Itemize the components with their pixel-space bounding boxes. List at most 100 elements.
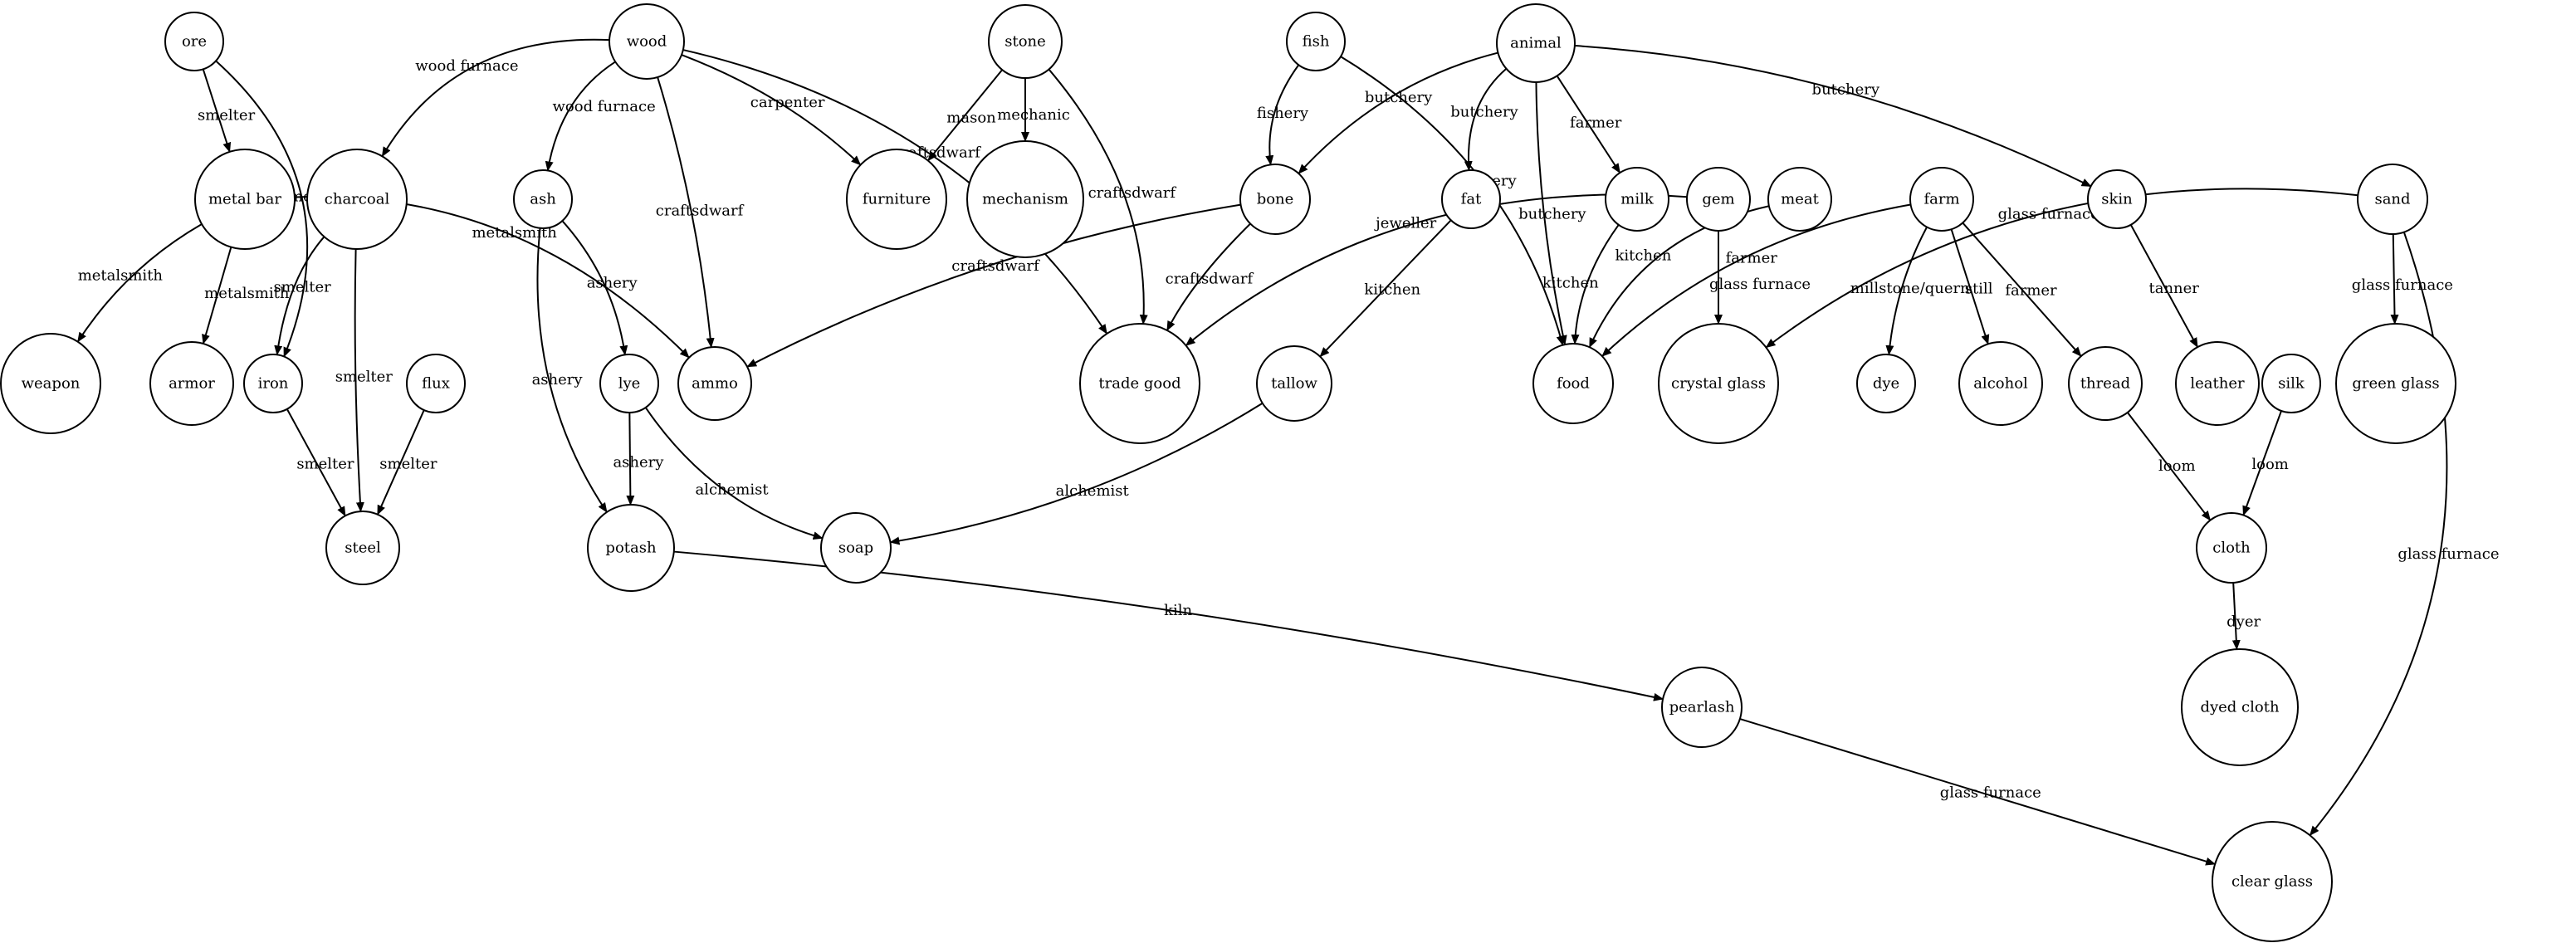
- node-circle: [599, 354, 659, 413]
- edge-arrow: [1601, 203, 1911, 357]
- edge-label: ashery: [532, 371, 584, 388]
- node-sand: sand: [2357, 164, 2428, 235]
- edge-label: loom: [2158, 457, 2196, 475]
- node-stone: stone: [988, 4, 1063, 79]
- node-animal: animal: [1496, 3, 1576, 83]
- edge-arrow: [644, 407, 824, 540]
- edge-arrow: [2309, 232, 2448, 837]
- edge-label: glass furnace: [1998, 205, 2099, 222]
- edge-label: millstone/quern: [1850, 280, 1970, 297]
- node-clear-glass: clear glass: [2212, 821, 2333, 942]
- node-bone: bone: [1239, 164, 1311, 235]
- node-label: milk: [1620, 191, 1655, 208]
- edge-farm-to-dye: millstone/quern: [1850, 227, 1970, 356]
- node-gem: gem: [1686, 167, 1751, 232]
- edge-arrow: [2390, 233, 2399, 325]
- edge-label: butchery: [1518, 206, 1586, 223]
- edge-arrow: [545, 61, 616, 172]
- edge-fish-to-bone: fishery: [1257, 64, 1309, 166]
- edge-arrow: [746, 203, 1241, 368]
- node-circle: [1532, 343, 1614, 424]
- node-ammo: ammo: [677, 346, 752, 421]
- node-label: thread: [2080, 375, 2130, 393]
- node-label: potash: [605, 540, 657, 557]
- node-label: weapon: [22, 375, 81, 393]
- edge-arrow: [561, 220, 628, 356]
- edge-label: smelter: [274, 279, 332, 296]
- node-label: wood: [627, 33, 667, 51]
- edge-arrow: [1739, 718, 2217, 866]
- edge-potash-to-pearlash: kiln: [673, 550, 1664, 701]
- edge-animal-to-fat: butchery: [1450, 68, 1519, 172]
- edge-ash-to-lye: ashery: [561, 220, 638, 356]
- edge-animal-to-food: butchery: [1518, 81, 1586, 346]
- edge-label: ashery: [587, 275, 638, 292]
- node-tallow: tallow: [1256, 345, 1332, 422]
- edge-label: craftsdwarf: [1166, 270, 1254, 287]
- node-circle: [1958, 341, 2043, 426]
- node-circle: [1441, 169, 1501, 229]
- node-charcoal: charcoal: [306, 149, 408, 250]
- edge-ore-to-metal-bar: smelter: [198, 69, 256, 153]
- edge-label: fishery: [1257, 105, 1309, 122]
- edge-label: farmer: [1726, 250, 1778, 267]
- edge-arrow: [2242, 410, 2282, 516]
- edge-label: loom: [2251, 456, 2289, 473]
- node-circle: [1605, 167, 1669, 232]
- node-circle: [1239, 164, 1311, 235]
- edge-cloth-to-dyed-cloth: dyer: [2227, 582, 2261, 651]
- edge-label: craftsdwarf: [1088, 184, 1177, 202]
- edge-arrow: [657, 76, 715, 349]
- node-circle: [1686, 167, 1751, 232]
- node-circle: [0, 333, 101, 434]
- node-silk: silk: [2261, 354, 2321, 413]
- edge-arrow: [1571, 224, 1620, 345]
- node-circle: [2181, 648, 2299, 766]
- edge-arrow: [2126, 412, 2212, 521]
- edge-label: kiln: [1164, 602, 1192, 619]
- node-steel: steel: [325, 511, 400, 585]
- edge-label: alchemist: [695, 481, 769, 498]
- edge-flux-to-steel: smelter: [376, 409, 437, 515]
- node-circle: [966, 140, 1084, 258]
- node-trade-good: trade good: [1079, 323, 1200, 444]
- edge-charcoal-to-steel: smelter: [335, 248, 393, 513]
- node-weapon: weapon: [0, 333, 101, 434]
- edge-label: smelter: [198, 107, 256, 125]
- edge-label: glass furnace: [1940, 784, 2041, 802]
- node-circle: [1496, 3, 1576, 83]
- node-circle: [1079, 323, 1200, 444]
- node-circle: [846, 149, 947, 250]
- edge-silk-to-cloth: loom: [2242, 410, 2289, 516]
- node-ore: ore: [164, 12, 224, 71]
- node-pearlash: pearlash: [1661, 667, 1743, 748]
- node-lye: lye: [599, 354, 659, 413]
- node-label: farm: [1923, 191, 1959, 208]
- edge-arrow: [1464, 68, 1508, 172]
- node-label: meat: [1781, 191, 1819, 208]
- node-circle: [1256, 345, 1332, 422]
- node-label: cloth: [2212, 540, 2251, 557]
- node-circle: [325, 511, 400, 585]
- node-circle: [1767, 167, 1832, 232]
- edge-label: still: [1965, 281, 1993, 298]
- edge-arrow: [1885, 227, 1928, 356]
- edge-label: smelter: [379, 455, 437, 472]
- node-label: alcohol: [1973, 375, 2028, 393]
- edge-label: kitchen: [1615, 247, 1672, 265]
- edge-arrow: [2129, 224, 2198, 348]
- node-furniture: furniture: [846, 149, 947, 250]
- edge-arrow: [2231, 582, 2241, 651]
- edge-fat-to-tallow: kitchen: [1319, 219, 1452, 358]
- node-label: metal bar: [208, 191, 281, 208]
- edge-arrow: [927, 69, 1003, 162]
- node-circle: [587, 504, 675, 592]
- edge-wood-to-ammo: craftsdwarf: [656, 76, 745, 349]
- edge-label: metalsmith: [78, 266, 164, 284]
- node-ash: ash: [513, 169, 573, 229]
- node-meat: meat: [1767, 167, 1832, 232]
- edge-arrow: [1950, 228, 1990, 345]
- node-skin: skin: [2087, 169, 2147, 229]
- node-label: bone: [1257, 191, 1294, 208]
